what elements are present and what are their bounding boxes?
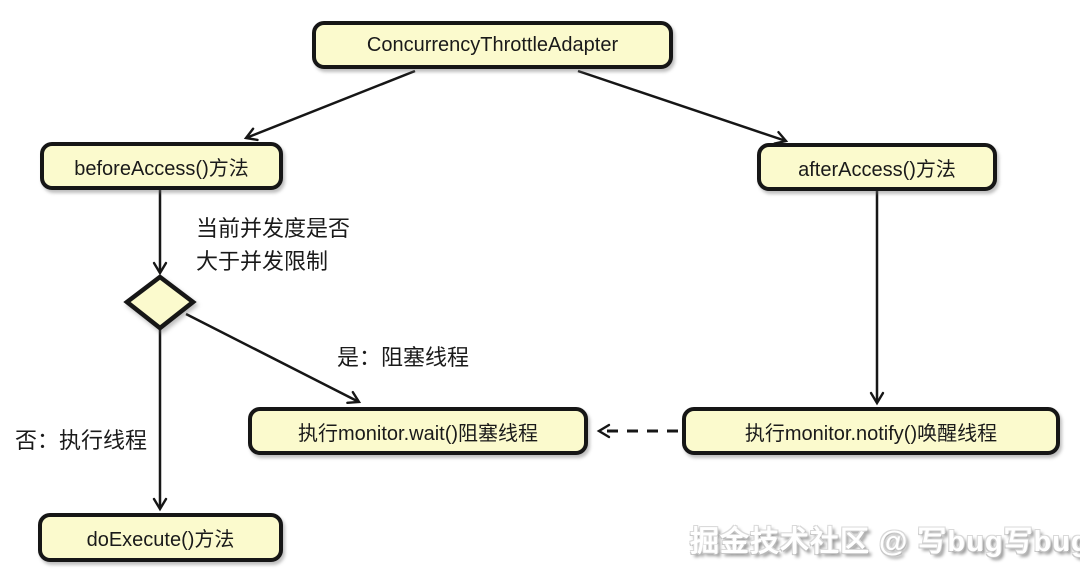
- node-concurrency-throttle-adapter: ConcurrencyThrottleAdapter: [312, 21, 673, 69]
- edge-adapter-to-beforeaccess: [243, 69, 416, 142]
- node-monitor-notify: 执行monitor.notify()唤醒线程: [682, 407, 1060, 455]
- node-label: doExecute()方法: [86, 529, 235, 551]
- edge-adapter-to-afteraccess: [577, 69, 789, 145]
- decision-condition-line1: 当前并发度是否: [196, 216, 351, 241]
- node-label: ConcurrencyThrottleAdapter: [366, 33, 619, 56]
- decision-diamond: [123, 274, 197, 331]
- edge-decision-to-monitorwait: [185, 312, 362, 405]
- node-do-execute: doExecute()方法: [38, 513, 283, 562]
- node-label: afterAccess()方法: [798, 158, 956, 181]
- node-before-access: beforeAccess()方法: [40, 142, 283, 190]
- node-after-access: afterAccess()方法: [757, 143, 997, 191]
- yes-branch-label: 是：阻塞线程: [337, 345, 470, 370]
- decision-condition-line2: 大于并发限制: [196, 249, 329, 274]
- node-monitor-wait: 执行monitor.wait()阻塞线程: [248, 407, 588, 455]
- node-label: 执行monitor.notify()唤醒线程: [744, 422, 998, 445]
- node-label: beforeAccess()方法: [74, 157, 249, 180]
- watermark: 掘金技术社区 @ 写bug写bug: [690, 526, 1080, 558]
- decision-condition-label: 当前并发度是否 大于并发限制: [196, 212, 350, 278]
- node-label: 执行monitor.wait()阻塞线程: [297, 422, 539, 445]
- no-branch-label: 否：执行线程: [15, 428, 148, 453]
